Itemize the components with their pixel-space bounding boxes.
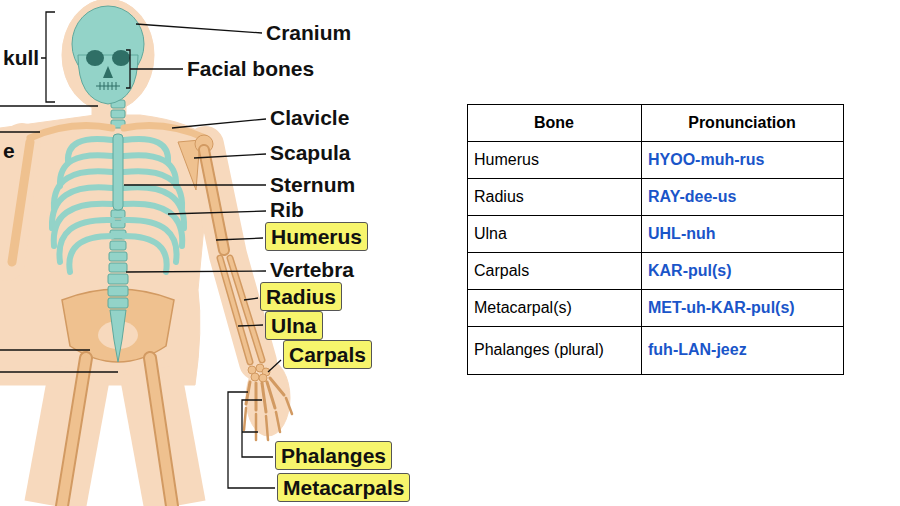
femur — [150, 358, 172, 506]
bone-label: Facial bones — [187, 56, 314, 81]
bone-label: kull — [3, 45, 39, 70]
pronunciation: MET-uh-KAR-pul(s) — [648, 298, 795, 317]
table-rule — [641, 105, 642, 375]
leader-line — [0, 349, 90, 350]
eye-socket — [86, 50, 104, 66]
leader-line — [172, 119, 266, 128]
leader-line — [238, 325, 263, 326]
leader-line — [244, 298, 258, 300]
femur — [62, 358, 86, 506]
leader-line — [0, 371, 118, 372]
facial-bone — [78, 55, 138, 104]
pronunciation: UHL-nuh — [648, 224, 716, 243]
nasal-cavity — [103, 66, 113, 78]
table-cell: Carpals — [474, 261, 529, 280]
humerus-bone — [12, 142, 30, 262]
sternum — [113, 134, 123, 210]
leader-line — [126, 271, 266, 272]
femur — [150, 358, 172, 506]
bone-name: Humerus — [271, 224, 362, 249]
bone-name: Radius — [266, 284, 336, 309]
bracket — [228, 392, 275, 488]
highlight-box: Metacarpals — [277, 473, 410, 502]
leader-line — [194, 154, 266, 158]
highlight-box: Carpals — [283, 340, 372, 369]
bracket — [242, 400, 273, 457]
pronunciation: HYOO-muh-rus — [648, 150, 764, 169]
upper-limb — [12, 126, 292, 440]
head-skin — [62, 0, 154, 111]
ulna-bone — [220, 258, 250, 362]
pronunciation: KAR-pul(s) — [648, 261, 732, 280]
leader-line — [0, 131, 40, 132]
highlight-box: Phalanges — [275, 441, 392, 470]
clavicle — [30, 126, 112, 138]
table-cell: Metacarpal(s) — [474, 298, 572, 317]
bone-name: Carpals — [289, 342, 366, 367]
bone-name: Metacarpals — [283, 475, 404, 500]
table-header: Pronunciation — [688, 113, 796, 132]
bone-label: Rib — [270, 197, 304, 222]
highlight-box: Ulna — [265, 311, 323, 340]
bone-label: Cranium — [266, 20, 351, 45]
table-header: Bone — [534, 113, 574, 132]
ulna-bone — [220, 258, 250, 362]
bone-name: Phalanges — [281, 443, 386, 468]
metacarpal-bones — [246, 378, 284, 412]
humerus-bone — [204, 150, 224, 250]
table-cell: Humerus — [474, 150, 539, 169]
torso-skin — [0, 115, 212, 385]
bracket — [126, 50, 183, 88]
skull — [72, 6, 144, 104]
leader-line — [268, 360, 281, 372]
humerus-bone — [204, 150, 224, 250]
leader-line — [136, 24, 262, 33]
pelvis — [62, 289, 174, 362]
leader-line — [124, 184, 266, 185]
leader-line — [0, 105, 98, 106]
leader-line — [216, 238, 263, 240]
table-rule — [468, 142, 844, 327]
femur — [62, 358, 86, 506]
pelvis-legs — [62, 289, 174, 506]
table-cell: Phalanges (plural) — [474, 340, 604, 359]
bone-label: Clavicle — [270, 105, 349, 130]
bone-name: Ulna — [271, 313, 317, 338]
table-cell: Ulna — [474, 224, 507, 243]
pronunciation: fuh-LAN-jeez — [648, 340, 747, 359]
bone-label: Scapula — [270, 140, 351, 165]
hand-skin — [246, 360, 290, 436]
bone-label: Sternum — [270, 172, 355, 197]
clavicle — [124, 126, 205, 138]
bracket — [41, 12, 55, 102]
leader-line — [168, 211, 266, 214]
table-cell: Radius — [474, 187, 524, 206]
pronunciation: RAY-dee-us — [648, 187, 736, 206]
bone-label: e — [3, 138, 15, 163]
table-border — [468, 105, 844, 375]
teeth — [96, 82, 120, 90]
carpal-bones — [248, 364, 270, 382]
highlight-box: Radius — [260, 282, 342, 311]
bone-label: Vertebra — [270, 257, 354, 282]
phalanx-bones — [244, 398, 292, 440]
eye-socket — [112, 50, 130, 66]
leader-lines — [0, 12, 281, 488]
highlight-box: Humerus — [265, 222, 368, 251]
